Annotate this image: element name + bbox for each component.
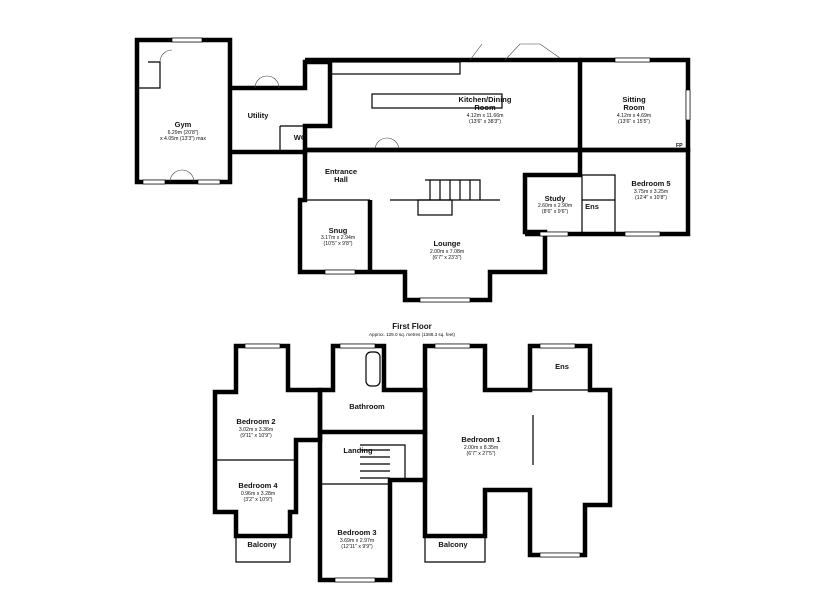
bedroom5-dim1: 3.75m x 3.25m [634, 189, 668, 195]
first-floor-title: First Floor [392, 322, 432, 331]
entrance-name2: Hall [334, 175, 348, 184]
bedroom5-name: Bedroom 5 [631, 179, 670, 188]
bathroom-name: Bathroom [349, 402, 385, 411]
first-floor-plan [212, 343, 613, 583]
gym-store [137, 61, 161, 89]
gym-walls [134, 37, 233, 185]
kitchen-island [371, 93, 503, 109]
landing-stairs [360, 444, 406, 480]
bedroom3-window [334, 577, 376, 583]
bedroom1-dim2: (6'7" x 27'5") [466, 451, 495, 457]
ens-ground-name: Ens [585, 202, 599, 211]
lounge-bay-window [419, 297, 471, 303]
bedroom3-name: Bedroom 3 [337, 528, 376, 537]
fp-label: FP [676, 143, 683, 149]
study-dim1: 2.60m x 2.90m [538, 203, 572, 209]
bedroom2-name: Bedroom 2 [236, 417, 275, 426]
lounge-name: Lounge [433, 239, 460, 248]
bedroom1-walls [422, 343, 613, 558]
study-name: Study [545, 194, 567, 203]
bedroom2-window [244, 343, 281, 349]
bedroom3-dim1: 3.69m x 2.97m [340, 538, 374, 544]
gym-window-bottom-left [142, 179, 166, 185]
utility-door-arcs [254, 75, 280, 89]
bedroom2-dim1: 3.02m x 3.36m [239, 427, 273, 433]
bedroom1-name: Bedroom 1 [461, 435, 500, 444]
wc-name: WC [294, 133, 307, 142]
ground-floor-plan [134, 37, 691, 303]
gym-window-bottom-right [197, 179, 221, 185]
bedroom5-window [624, 231, 661, 237]
bedroom1-window-bottom [539, 552, 581, 558]
kitchen-name2: Room [474, 103, 496, 112]
bedroom5-dim2: (12'4" x 10'8") [635, 195, 667, 201]
sitting-name1: Sitting [622, 95, 646, 104]
left-wing-walls [212, 343, 323, 539]
gym-door-arc-2 [159, 49, 173, 63]
bathroom-walls [317, 343, 428, 435]
staircase [425, 179, 481, 200]
hall-walls [297, 147, 583, 303]
bedroom1-window-top [434, 343, 471, 349]
kitchen-bifold-doors [469, 43, 561, 61]
entrance-name1: Entrance [325, 167, 357, 176]
ground-floor-labels: Gym 6.29m (20'8") x 4.05m (13'3") max Ut… [160, 95, 683, 261]
right-balcony [424, 536, 486, 563]
study-dim2: (8'6" x 9'6") [542, 209, 568, 215]
bedroom2-dim2: (9'11" x 10'9") [240, 433, 272, 439]
gym-window-top [171, 37, 203, 43]
first-floor-heading: First Floor Approx. 129.0 sq. metres (13… [369, 322, 456, 337]
utility-name: Utility [248, 111, 270, 120]
kitchen-dim2: (13'6" x 38'3") [469, 119, 501, 125]
snug-name: Snug [329, 226, 348, 235]
kitchen-name1: Kitchen/Dining [459, 95, 512, 104]
utility-walls [230, 59, 333, 155]
ens-window-top [539, 343, 576, 349]
left-balcony [235, 512, 291, 563]
gym-dim1: 6.29m (20'8") [168, 130, 199, 136]
gym-name: Gym [175, 120, 192, 129]
sitting-dim1: 4.12m x 4.69m [617, 113, 651, 119]
bedroom4-dim1: 0.96m x 3.28m [241, 491, 275, 497]
snug-window [324, 269, 356, 275]
lounge-fireplace [417, 199, 453, 216]
first-floor-area: Approx. 129.0 sq. metres (1388.3 sq. fee… [369, 332, 456, 337]
gym-dim2: x 4.05m (13'3") max [160, 136, 206, 142]
study-window [539, 231, 569, 237]
kitchen-worktop [329, 61, 461, 75]
wc-walls [279, 125, 305, 152]
lounge-dim1: 2.00m x 7.08m [430, 249, 464, 255]
sitting-name2: Room [623, 103, 645, 112]
sitting-window-right [685, 89, 691, 121]
kitchen-dim1: 4.12m x 11.66m [467, 113, 504, 119]
bedroom4-dim2: (3'2" x 10'9") [243, 497, 272, 503]
bedroom1-dim1: 2.00m x 8.35m [464, 445, 498, 451]
bedroom5-walls [525, 147, 691, 237]
lounge-dim2: (6'7" x 23'3") [432, 255, 461, 261]
balcony-right-name: Balcony [438, 540, 468, 549]
sitting-window-top [614, 57, 651, 63]
sitting-dim2: (13'6" x 15'5") [618, 119, 650, 125]
ens-first-name: Ens [555, 362, 569, 371]
first-floor-labels: Bedroom 2 3.02m x 3.36m (9'11" x 10'9") … [236, 362, 568, 550]
study-partition [581, 174, 616, 234]
snug-dim2: (10'5" x 9'8") [323, 241, 352, 247]
bedroom4-name: Bedroom 4 [238, 481, 278, 490]
bathtub [365, 351, 381, 387]
landing-name: Landing [343, 446, 373, 455]
bedroom3-dim2: (12'11" x 9'9") [341, 544, 373, 550]
snug-dim1: 3.17m x 2.94m [321, 235, 355, 241]
gym-door-arc [169, 169, 195, 183]
bathroom-window [339, 343, 376, 349]
balcony-left-name: Balcony [247, 540, 277, 549]
